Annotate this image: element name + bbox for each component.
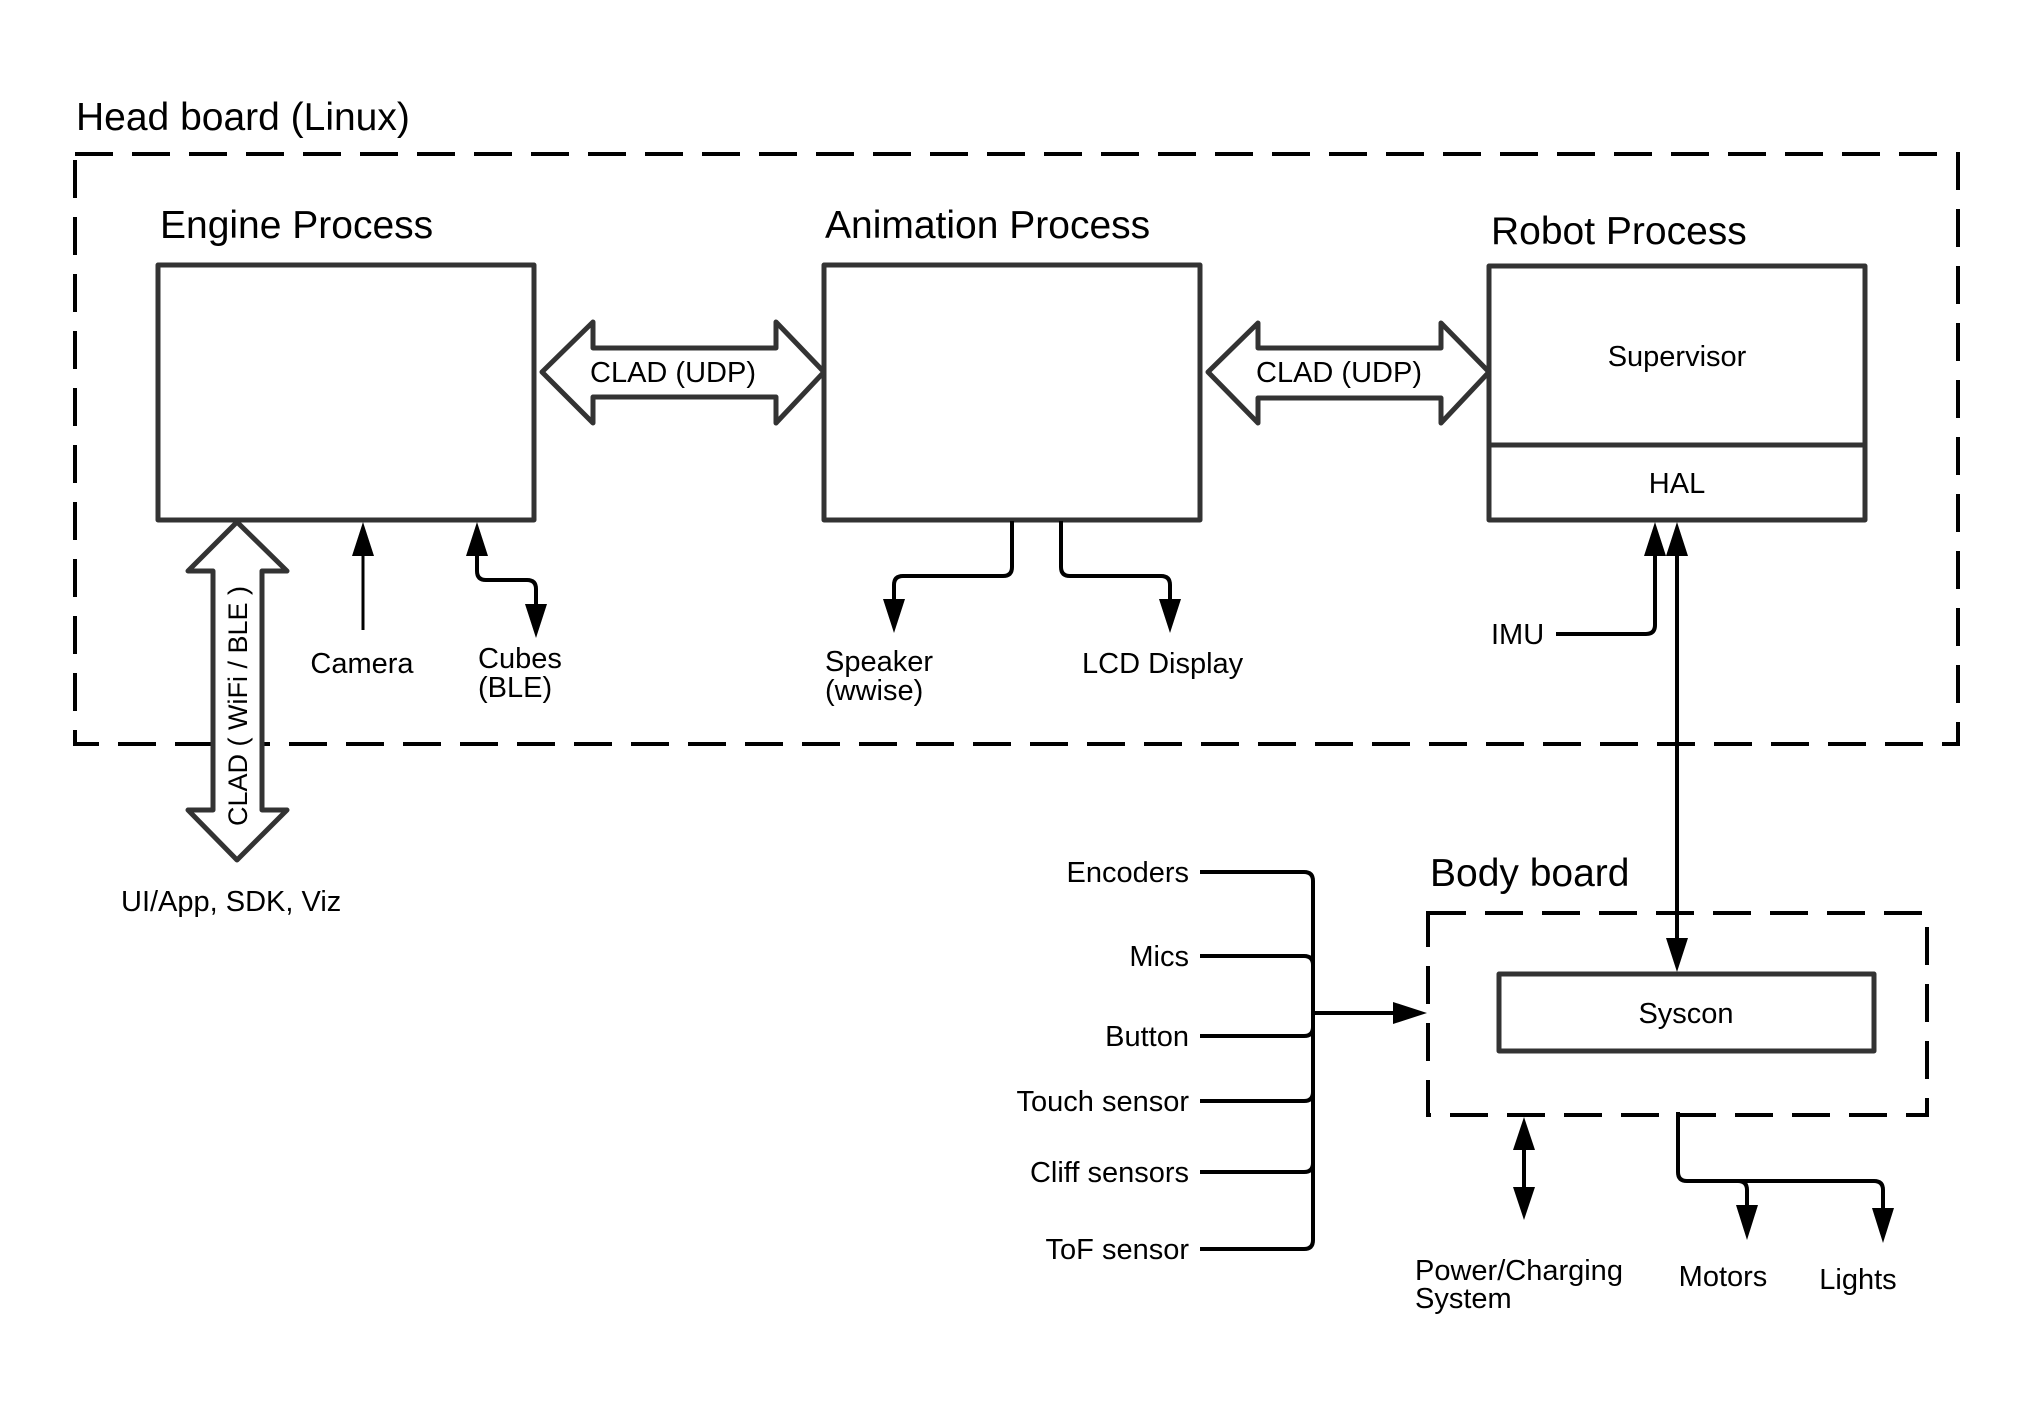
clad-wifi-ble-link: CLAD ( WiFi / BLE ) [185,519,290,863]
speaker-label-line2: (wwise) [825,675,923,707]
arrow-up-icon [466,522,488,556]
speaker-label-line1: Speaker [825,646,933,678]
hal-syscon-connector [1666,522,1688,972]
arrow-up-icon [1513,1117,1535,1150]
external-clients-label: UI/App, SDK, Viz [121,886,341,918]
power-label-line1: Power/Charging [1415,1255,1623,1287]
robot-process-box[interactable] [1486,263,1868,523]
head-board-title: Head board (Linux) [76,96,410,139]
arrow-right-icon [1393,1002,1427,1024]
syscon-box[interactable] [1496,971,1877,1054]
vertical-double-arrow-icon [185,519,290,863]
arrow-down-icon [1872,1208,1894,1243]
syscon-label: Syscon [1638,998,1733,1030]
cubes-label-line2: (BLE) [478,672,552,704]
arrow-up-icon [352,522,374,556]
clad-udp-label-1: CLAD (UDP) [590,357,756,389]
input-label-mics: Mics [1129,941,1189,973]
motors-label: Motors [1679,1261,1768,1293]
arrow-up-icon [1644,522,1666,556]
lights-label: Lights [1819,1264,1896,1296]
power-connector [1513,1117,1535,1220]
arrow-down-icon [1666,938,1688,972]
arrow-down-icon [1159,599,1181,633]
input-label-encoders: Encoders [1066,857,1189,889]
camera-label: Camera [310,648,414,680]
imu-label: IMU [1491,619,1544,651]
camera-input-connector [352,522,374,630]
input-label-cliff-sensors: Cliff sensors [1030,1157,1189,1189]
lcd-display-label: LCD Display [1082,648,1244,680]
cubes-connector [466,522,547,638]
engine-process-box[interactable] [155,262,537,523]
cubes-label-line1: Cubes [478,643,562,675]
body-board-title: Body board [1430,852,1629,895]
animation-process-box[interactable] [821,262,1203,523]
head-board-boundary [73,152,1960,746]
clad-udp-link-animation-robot: CLAD (UDP) [1205,320,1492,426]
imu-input-connector [1556,522,1666,636]
arrow-down-icon [883,599,905,633]
body-board-boundary [1426,911,1929,1117]
lcd-output-connector [1059,521,1181,633]
actuator-outputs-connector [1676,1112,1894,1243]
input-label-tof-sensor: ToF sensor [1046,1234,1190,1266]
supervisor-label: Supervisor [1608,341,1747,373]
clad-udp-label-2: CLAD (UDP) [1256,357,1422,389]
arrow-down-icon [525,604,547,638]
input-label-touch-sensor: Touch sensor [1017,1086,1190,1118]
robot-process-title: Robot Process [1491,210,1747,253]
arrow-down-icon [1513,1187,1535,1220]
double-arrow-icon [1205,320,1492,426]
animation-process-title: Animation Process [825,204,1150,247]
speaker-output-connector [883,521,1014,633]
input-label-button: Button [1105,1021,1189,1053]
clad-udp-link-engine-animation: CLAD (UDP) [539,319,827,426]
sensor-inputs-bus [1200,870,1427,1251]
arrow-up-icon [1666,522,1688,556]
hal-label: HAL [1649,468,1705,500]
double-arrow-icon [539,319,827,426]
arrow-down-icon [1736,1205,1758,1240]
engine-process-title: Engine Process [160,204,433,247]
clad-wifi-ble-label: CLAD ( WiFi / BLE ) [223,586,253,826]
power-label-line2: System [1415,1283,1512,1315]
